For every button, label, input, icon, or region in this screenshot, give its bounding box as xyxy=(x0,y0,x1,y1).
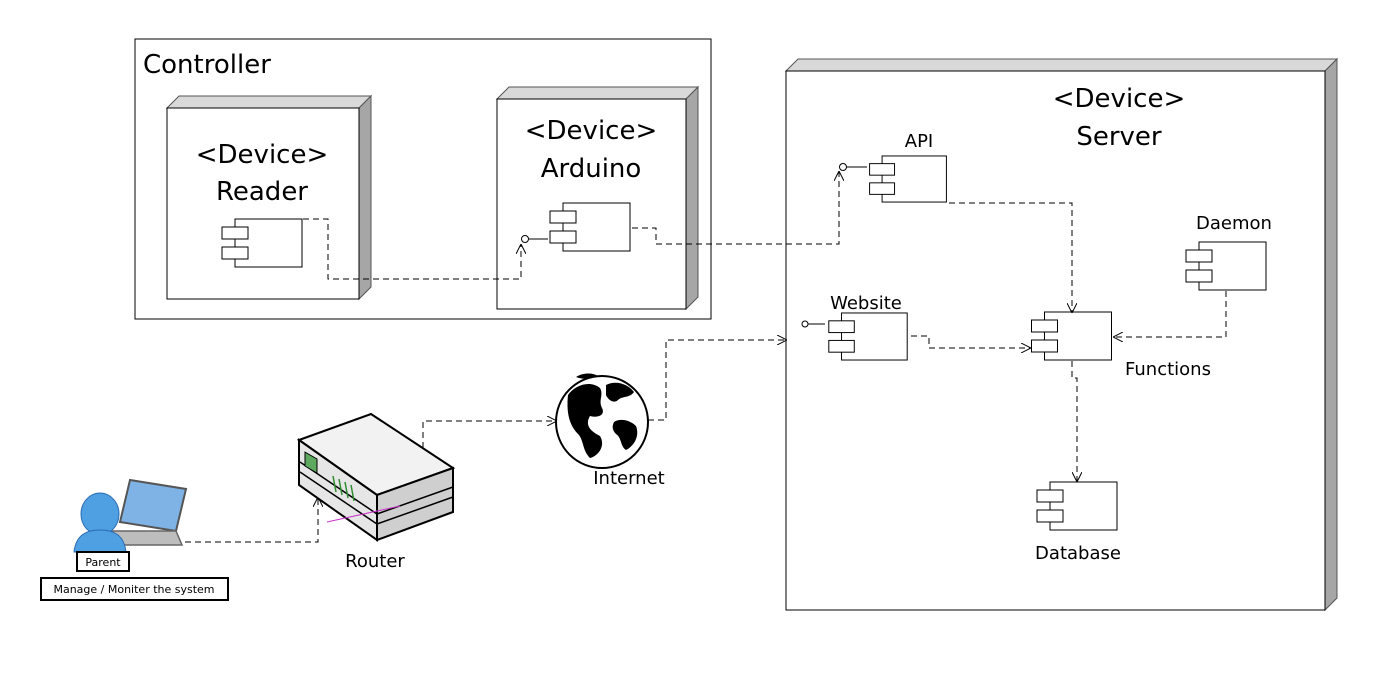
laptop-icon xyxy=(104,478,188,546)
arduino-to-api-connector xyxy=(632,172,839,245)
daemon-to-functions-connector xyxy=(1114,291,1227,337)
arduino-device-node: <Device> Arduino xyxy=(495,85,700,311)
reader-stereotype: <Device> xyxy=(196,140,329,170)
server-name: Server xyxy=(1076,122,1162,152)
internet-to-server-connector xyxy=(648,340,786,421)
parent-note: Manage / Moniter the system xyxy=(53,583,214,596)
connectors xyxy=(175,172,1227,543)
reader-to-arduino-connector xyxy=(303,218,521,280)
internet-globe-icon: Internet xyxy=(555,373,665,489)
functions-component: Functions xyxy=(1030,311,1211,380)
reader-name: Reader xyxy=(216,177,308,207)
api-label: API xyxy=(905,131,933,152)
api-interface-socket-icon xyxy=(839,163,847,171)
functions-label: Functions xyxy=(1125,359,1211,380)
arduino-name: Arduino xyxy=(541,154,642,184)
database-label: Database xyxy=(1035,543,1121,564)
router-label: Router xyxy=(345,551,405,572)
internet-label: Internet xyxy=(593,468,664,489)
daemon-label: Daemon xyxy=(1196,213,1272,234)
server-stereotype: <Device> xyxy=(1053,84,1186,114)
website-interface-lollipop-icon xyxy=(801,320,809,328)
parent-label: Parent xyxy=(85,556,121,569)
daemon-component: Daemon xyxy=(1185,213,1272,291)
api-to-functions-connector xyxy=(949,202,1072,312)
website-to-functions-connector xyxy=(911,335,1030,348)
arduino-interface-socket-icon xyxy=(521,235,529,243)
parent-actor: Parent Manage / Moniter the system xyxy=(40,478,229,601)
router-to-internet-connector xyxy=(422,421,556,458)
website-label: Website xyxy=(830,293,902,314)
functions-to-database-connector xyxy=(1071,361,1077,481)
website-component: Website xyxy=(801,293,908,361)
database-component: Database xyxy=(1035,481,1121,564)
reader-device-node: <Device> Reader xyxy=(165,94,373,301)
user-avatar-icon xyxy=(73,492,127,553)
router-icon: Router xyxy=(296,412,456,572)
api-component: API xyxy=(839,131,947,203)
arduino-stereotype: <Device> xyxy=(525,116,658,146)
controller-title: Controller xyxy=(143,50,271,80)
server-device-node: <Device> Server API Daemon Website Funct… xyxy=(784,57,1339,612)
parent-to-router-connector xyxy=(175,498,318,543)
